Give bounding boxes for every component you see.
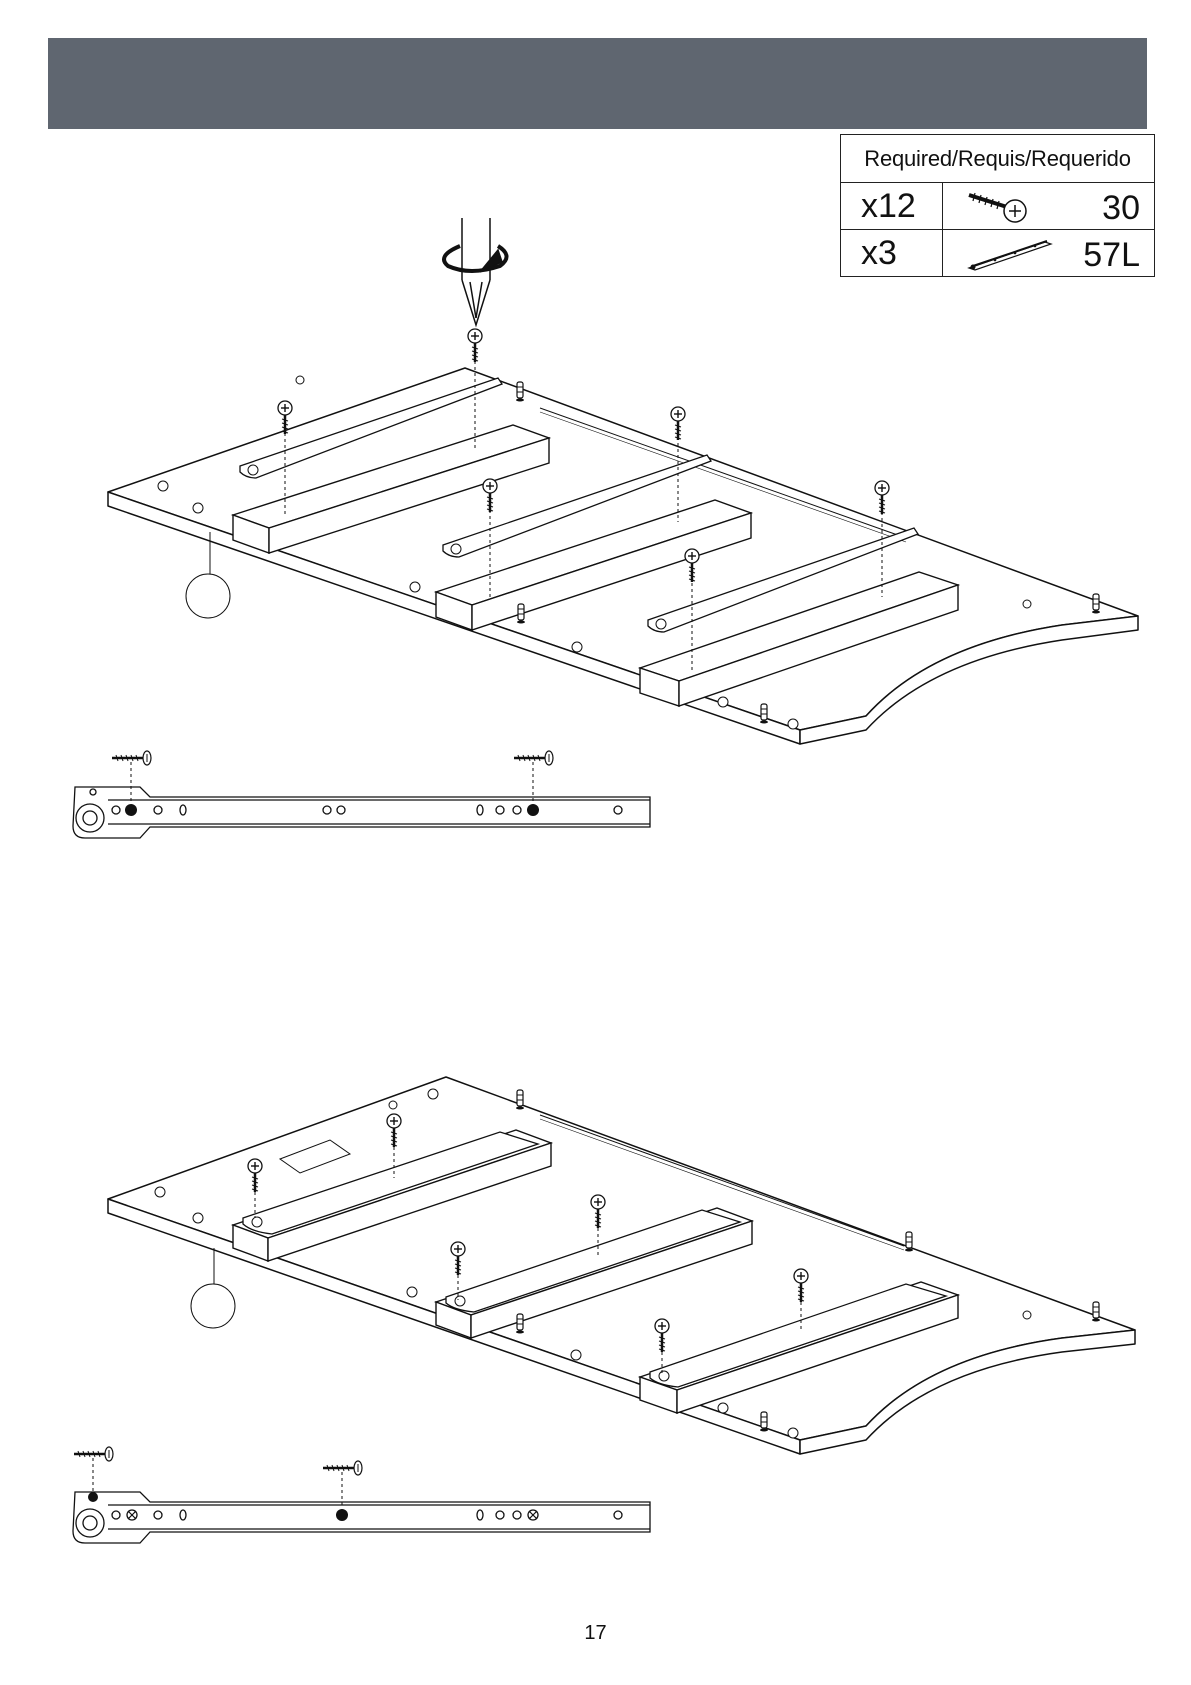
page-number: 17	[0, 1622, 1191, 1645]
slide-detail-a	[73, 787, 650, 838]
assembly-illustration-bottom	[0, 1020, 1191, 1580]
screwdriver-icon	[444, 218, 507, 325]
assembly-illustration-top	[0, 0, 1191, 900]
callout-circle	[191, 1284, 235, 1328]
slide-detail-b	[73, 1492, 650, 1543]
callout-circle	[186, 574, 230, 618]
